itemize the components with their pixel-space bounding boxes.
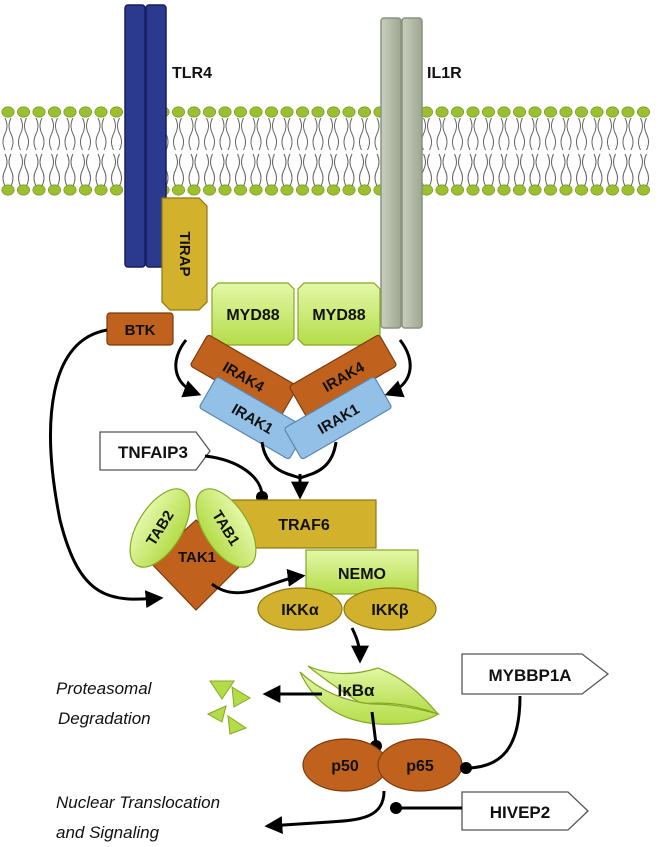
proteasome-fragments-icon — [206, 680, 251, 735]
ikka-label: IKKα — [281, 602, 319, 619]
tnfaip3-label: TNFAIP3 — [118, 443, 188, 462]
tirap-label: TIRAP — [176, 232, 193, 277]
arrow-ikk-to-ikba — [350, 627, 369, 664]
ikkb-node: IKKβ — [343, 587, 437, 631]
arrow-irak1-left-to-traf6 — [260, 441, 301, 480]
ikka-node: IKKα — [257, 587, 343, 631]
arrow-irak1-right-to-traf6 — [299, 441, 338, 480]
inhibit-hivep2-translocation-head — [390, 802, 402, 814]
nemo-node: NEMO — [305, 549, 419, 595]
hivep2-label: HIVEP2 — [490, 803, 550, 822]
tak1-label: TAK1 — [178, 549, 216, 566]
arrow-myd88-left-to-irak1 — [174, 339, 202, 398]
traf6-label: TRAF6 — [278, 517, 330, 534]
cell-membrane — [1, 106, 650, 196]
p65-node: p65 — [377, 738, 463, 792]
btk-node: BTK — [106, 312, 174, 346]
tlr4-label: TLR4 — [172, 65, 212, 82]
tlr4-receptor — [124, 4, 167, 268]
traf6-node: TRAF6 — [231, 499, 377, 549]
il1r-label: IL1R — [427, 65, 462, 82]
myd88-left-label: MYD88 — [226, 307, 279, 324]
p65-label: p65 — [406, 758, 434, 775]
arrow-tak1-to-nemo — [211, 568, 306, 595]
p50-node: p50 — [302, 738, 388, 792]
inhibit-mybbp1a-p65 — [469, 695, 522, 770]
ikba-label: IκBα — [338, 681, 375, 700]
myd88-right-label: MYD88 — [312, 307, 365, 324]
inhibit-ikba-nfkb — [370, 711, 378, 745]
nemo-label: NEMO — [338, 566, 386, 583]
tnfaip3-node: TNFAIP3 — [99, 431, 211, 471]
ikba-node: IκBα — [299, 665, 440, 725]
tab2-node: TAB2 — [129, 488, 191, 568]
il1r-receptor — [380, 17, 423, 329]
signaling-label: and Signaling — [56, 823, 160, 842]
mybbp1a-label: MYBBP1A — [488, 666, 571, 685]
hivep2-node: HIVEP2 — [461, 791, 589, 831]
inhibit-mybbp1a-p65-head — [460, 762, 472, 774]
tab1-node: TAB1 — [195, 488, 257, 568]
arrow-myd88-right-to-irak1 — [384, 339, 412, 398]
degradation-label: Degradation — [58, 709, 151, 728]
nuclear-translocation-label: Nuclear Translocation — [56, 793, 220, 812]
arrow-btk-to-tak1 — [49, 328, 164, 609]
tirap-node: TIRAP — [161, 197, 208, 311]
p50-label: p50 — [331, 758, 359, 775]
btk-label: BTK — [125, 322, 156, 339]
mybbp1a-node: MYBBP1A — [461, 653, 610, 695]
arrow-nuclear-translocation — [264, 790, 386, 835]
myd88-right-node: MYD88 — [297, 282, 381, 346]
myd88-left-node: MYD88 — [211, 282, 295, 346]
ikkb-label: IKKβ — [371, 602, 409, 619]
inhibit-tnfaip3-traf6 — [204, 454, 264, 497]
proteasomal-label: Proteasomal — [56, 679, 153, 698]
